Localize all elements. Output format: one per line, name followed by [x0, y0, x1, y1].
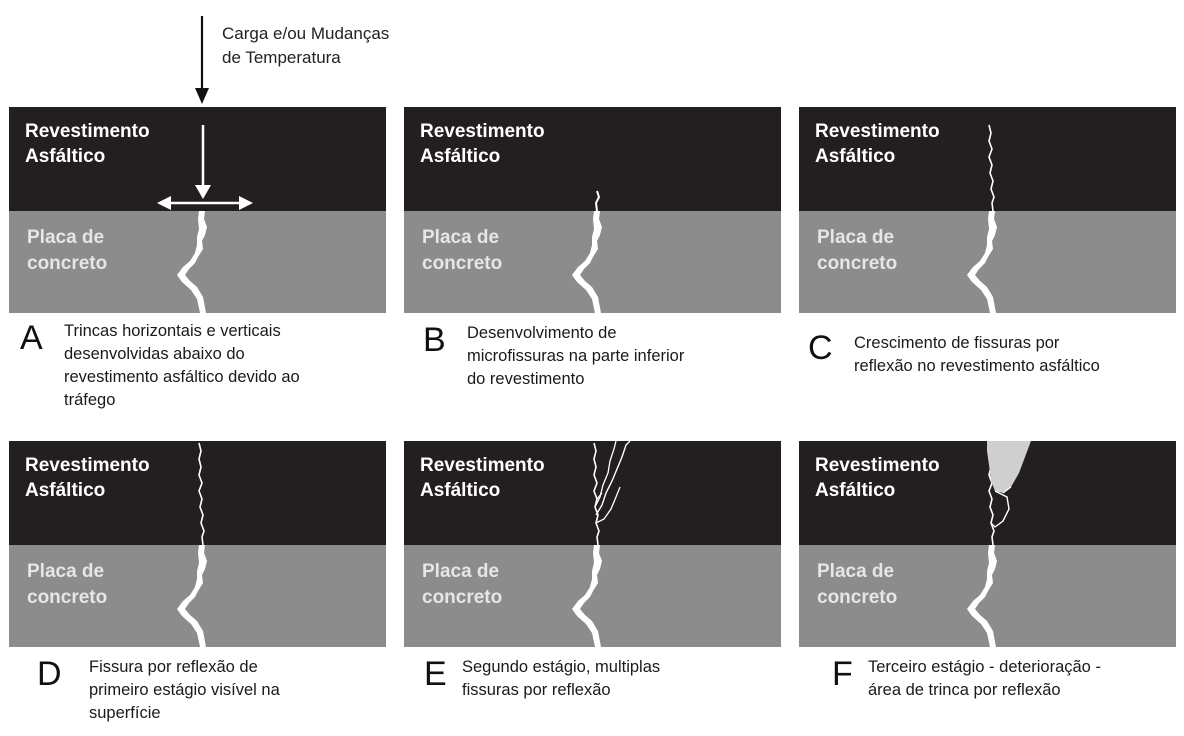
panel-a: Revestimento Asfáltico Placa de concreto — [9, 107, 386, 313]
main-reflection-crack — [593, 442, 600, 546]
caption-letter: C — [808, 329, 833, 367]
vertical-load-arrow-head — [195, 185, 211, 199]
pavement-section-a — [9, 107, 386, 313]
concrete-crack — [967, 211, 997, 313]
pavement-section-d — [9, 441, 386, 647]
concrete-layer-label: Placa de concreto — [422, 561, 503, 608]
panel-d: Revestimento Asfáltico Placa de concreto — [9, 441, 386, 647]
spalled-area — [987, 441, 1031, 493]
load-arrow-icon — [195, 16, 209, 104]
caption-letter: F — [832, 655, 853, 693]
concrete-crack — [572, 545, 602, 647]
concrete-layer-label: Placa de concreto — [817, 227, 898, 274]
reflection-crack — [988, 124, 995, 212]
concrete-layer-label: Placa de concreto — [422, 227, 503, 274]
caption-text: Trincas horizontais e verticais desenvol… — [64, 322, 300, 409]
secondary-crack — [595, 441, 631, 516]
surface-reflection-crack — [198, 442, 205, 546]
asphalt-layer — [404, 441, 781, 545]
horizontal-arrow-right-head — [239, 196, 253, 210]
asphalt-layer — [9, 441, 386, 545]
microcrack — [594, 190, 601, 212]
asphalt-layer — [799, 441, 1176, 545]
pavement-section-f — [799, 441, 1176, 647]
caption-text: Segundo estágio, multiplas fissuras por … — [462, 658, 661, 699]
concrete-crack — [572, 211, 602, 313]
asphalt-layer-label: Revestimento Asfáltico — [25, 455, 150, 501]
caption-text: Terceiro estágio - deterioração - área d… — [868, 658, 1101, 699]
caption-text: Crescimento de fissuras por reflexão no … — [854, 334, 1100, 375]
panel-b: Revestimento Asfáltico Placa de concreto — [404, 107, 781, 313]
asphalt-layer-label: Revestimento Asfáltico — [420, 455, 545, 501]
asphalt-layer — [9, 107, 386, 211]
concrete-crack — [177, 545, 207, 647]
pavement-section-b — [404, 107, 781, 313]
load-label-line1: Carga e/ou Mudanças — [222, 24, 390, 43]
caption-letter: E — [424, 655, 447, 693]
load-label: Carga e/ou Mudanças de Temperatura — [222, 22, 389, 70]
load-label-line2: de Temperatura — [222, 48, 341, 67]
panel-c: Revestimento Asfáltico Placa de concreto — [799, 107, 1176, 313]
concrete-crack — [967, 545, 997, 647]
asphalt-layer-label: Revestimento Asfáltico — [25, 121, 150, 167]
concrete-crack — [177, 211, 207, 313]
horizontal-arrow-left-head — [157, 196, 171, 210]
concrete-layer-label: Placa de concreto — [27, 227, 108, 274]
asphalt-layer-label: Revestimento Asfáltico — [815, 455, 940, 501]
concrete-layer-label: Placa de concreto — [817, 561, 898, 608]
caption-text: Desenvolvimento de microfissuras na part… — [467, 324, 685, 388]
branch-crack — [595, 486, 621, 524]
pavement-section-e — [404, 441, 781, 647]
caption-letter: D — [37, 655, 62, 693]
asphalt-layer — [404, 107, 781, 211]
caption-text: Fissura por reflexão de primeiro estágio… — [89, 658, 280, 722]
branch-crack — [596, 492, 603, 500]
crack-outline — [990, 490, 1010, 528]
caption-letter: A — [20, 319, 43, 357]
asphalt-layer-label: Revestimento Asfáltico — [815, 121, 940, 167]
pavement-section-c — [799, 107, 1176, 313]
asphalt-layer-label: Revestimento Asfáltico — [420, 121, 545, 167]
asphalt-layer — [799, 107, 1176, 211]
crack-outline — [1002, 486, 1012, 494]
panel-e: Revestimento Asfáltico Placa de concreto — [404, 441, 781, 647]
panel-f: Revestimento Asfáltico Placa de concreto — [799, 441, 1176, 647]
secondary-crack — [594, 441, 617, 508]
concrete-layer-label: Placa de concreto — [27, 561, 108, 608]
caption-letter: B — [423, 321, 446, 359]
